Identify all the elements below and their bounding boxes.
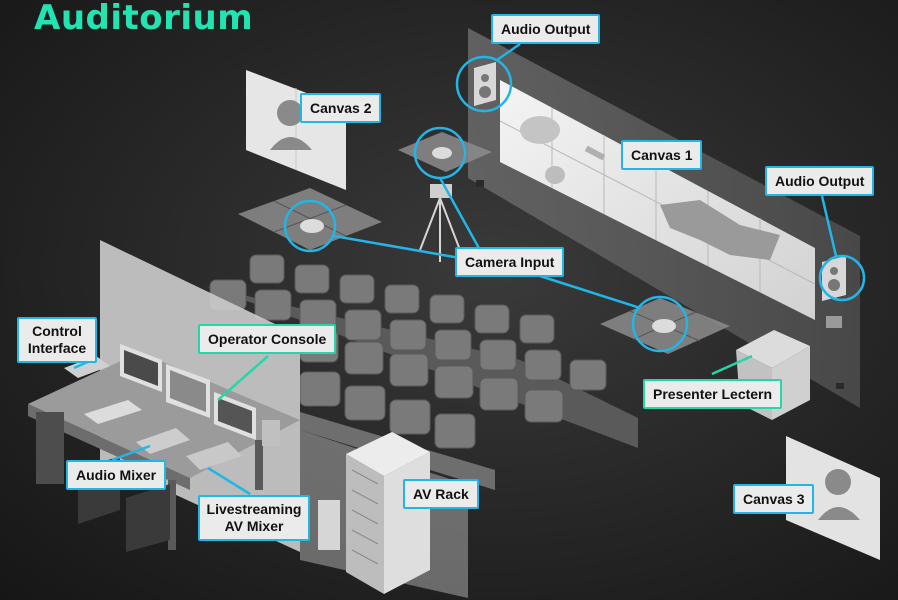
audio-output-label-right: Audio Output bbox=[765, 166, 875, 196]
wall-plate bbox=[836, 383, 844, 389]
wall-plate bbox=[826, 316, 842, 328]
livestreaming-av-mixer-label: Livestreaming AV Mixer bbox=[198, 495, 310, 541]
audio-mixer-label: Audio Mixer bbox=[66, 460, 167, 490]
speaker-right bbox=[822, 256, 846, 301]
control-interface-line-1: Control bbox=[32, 323, 82, 339]
av-rack-label: AV Rack bbox=[403, 479, 479, 509]
control-interface-label: Control Interface bbox=[17, 317, 97, 363]
presenter-lectern-label: Presenter Lectern bbox=[643, 379, 783, 409]
page-title: Auditorium bbox=[34, 0, 254, 38]
speaker-left bbox=[474, 62, 496, 106]
control-interface-line-2: Interface bbox=[27, 340, 87, 356]
operator-console-label: Operator Console bbox=[198, 324, 337, 354]
livestreaming-line-1: Livestreaming bbox=[206, 501, 302, 517]
ceiling-camera-tile-center bbox=[398, 132, 492, 172]
tripod-camera bbox=[419, 184, 461, 262]
wall-plate bbox=[476, 180, 484, 187]
camera-input-label: Camera Input bbox=[455, 247, 565, 277]
canvas-1-label: Canvas 1 bbox=[621, 140, 703, 170]
operator-desk bbox=[28, 344, 300, 550]
canvas-1-video-wall bbox=[499, 80, 816, 320]
callout-markers bbox=[283, 55, 866, 353]
canvas-2-label: Canvas 2 bbox=[300, 93, 382, 123]
livestreaming-line-2: AV Mixer bbox=[224, 518, 284, 534]
canvas-2-screen bbox=[246, 70, 346, 190]
canvas-3-label: Canvas 3 bbox=[733, 484, 815, 514]
callout-connectors bbox=[73, 42, 838, 496]
audio-output-label-top: Audio Output bbox=[491, 14, 601, 44]
callout-connectors-teal bbox=[217, 354, 753, 401]
canvas-3-screen bbox=[786, 436, 880, 560]
